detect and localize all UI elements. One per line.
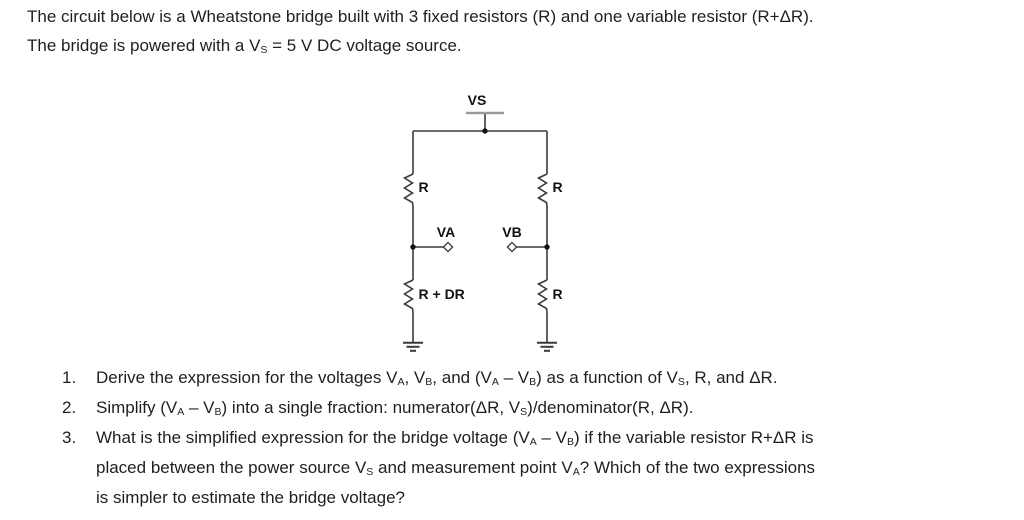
test-point-a-label: VA [437,224,455,240]
intro-line-1: The circuit below is a Wheatstone bridge… [27,7,814,26]
resistor-bottom-left-label: R + DR [419,286,465,302]
source-label: VS [468,92,487,108]
wheatstone-bridge-diagram: VS R R VA VB R + DR R [402,92,563,352]
right-ground-symbol [537,341,557,352]
question-item-1: 1. Derive the expression for the voltage… [62,363,1012,393]
question-list: 1. Derive the expression for the voltage… [62,363,1012,513]
intro-paragraph: The circuit below is a Wheatstone bridge… [27,2,987,60]
question-text: What is the simplified expression for th… [96,428,816,507]
test-point-a-diamond [442,241,454,253]
intro-line-2: The bridge is powered with a VS = 5 V DC… [27,36,462,56]
circuit-wires [402,113,549,342]
test-point-diamonds [442,241,518,253]
question-text: Derive the expression for the voltages V… [96,368,778,388]
junction-dots [410,128,550,250]
resistor-top-right-label: R [553,179,563,195]
test-point-b-diamond [506,241,518,253]
source-junction-dot [482,128,488,134]
ground-symbols [403,341,557,352]
resistor-top-left-label: R [419,179,429,195]
node-a-junction-dot [410,244,416,250]
question-item-2: 2. Simplify (VA – VB) into a single frac… [62,393,1012,423]
node-b-junction-dot [544,244,550,250]
question-number: 3. [62,428,77,447]
test-point-b-label: VB [502,224,521,240]
question-text: Simplify (VA – VB) into a single fractio… [96,398,694,418]
resistor-bottom-left-zigzag [402,279,415,313]
left-ground-symbol [403,341,423,352]
question-number: 2. [62,398,77,417]
resistor-top-right-zigzag [536,173,549,207]
resistor-top-left-zigzag [402,173,415,207]
circuit-diagram-container: VS R R VA VB R + DR R [380,85,640,365]
resistor-bottom-right-zigzag [536,279,549,313]
resistor-bottom-right-label: R [553,286,563,302]
question-number: 1. [62,368,77,387]
question-item-3: 3. What is the simplified expression for… [62,423,1012,513]
